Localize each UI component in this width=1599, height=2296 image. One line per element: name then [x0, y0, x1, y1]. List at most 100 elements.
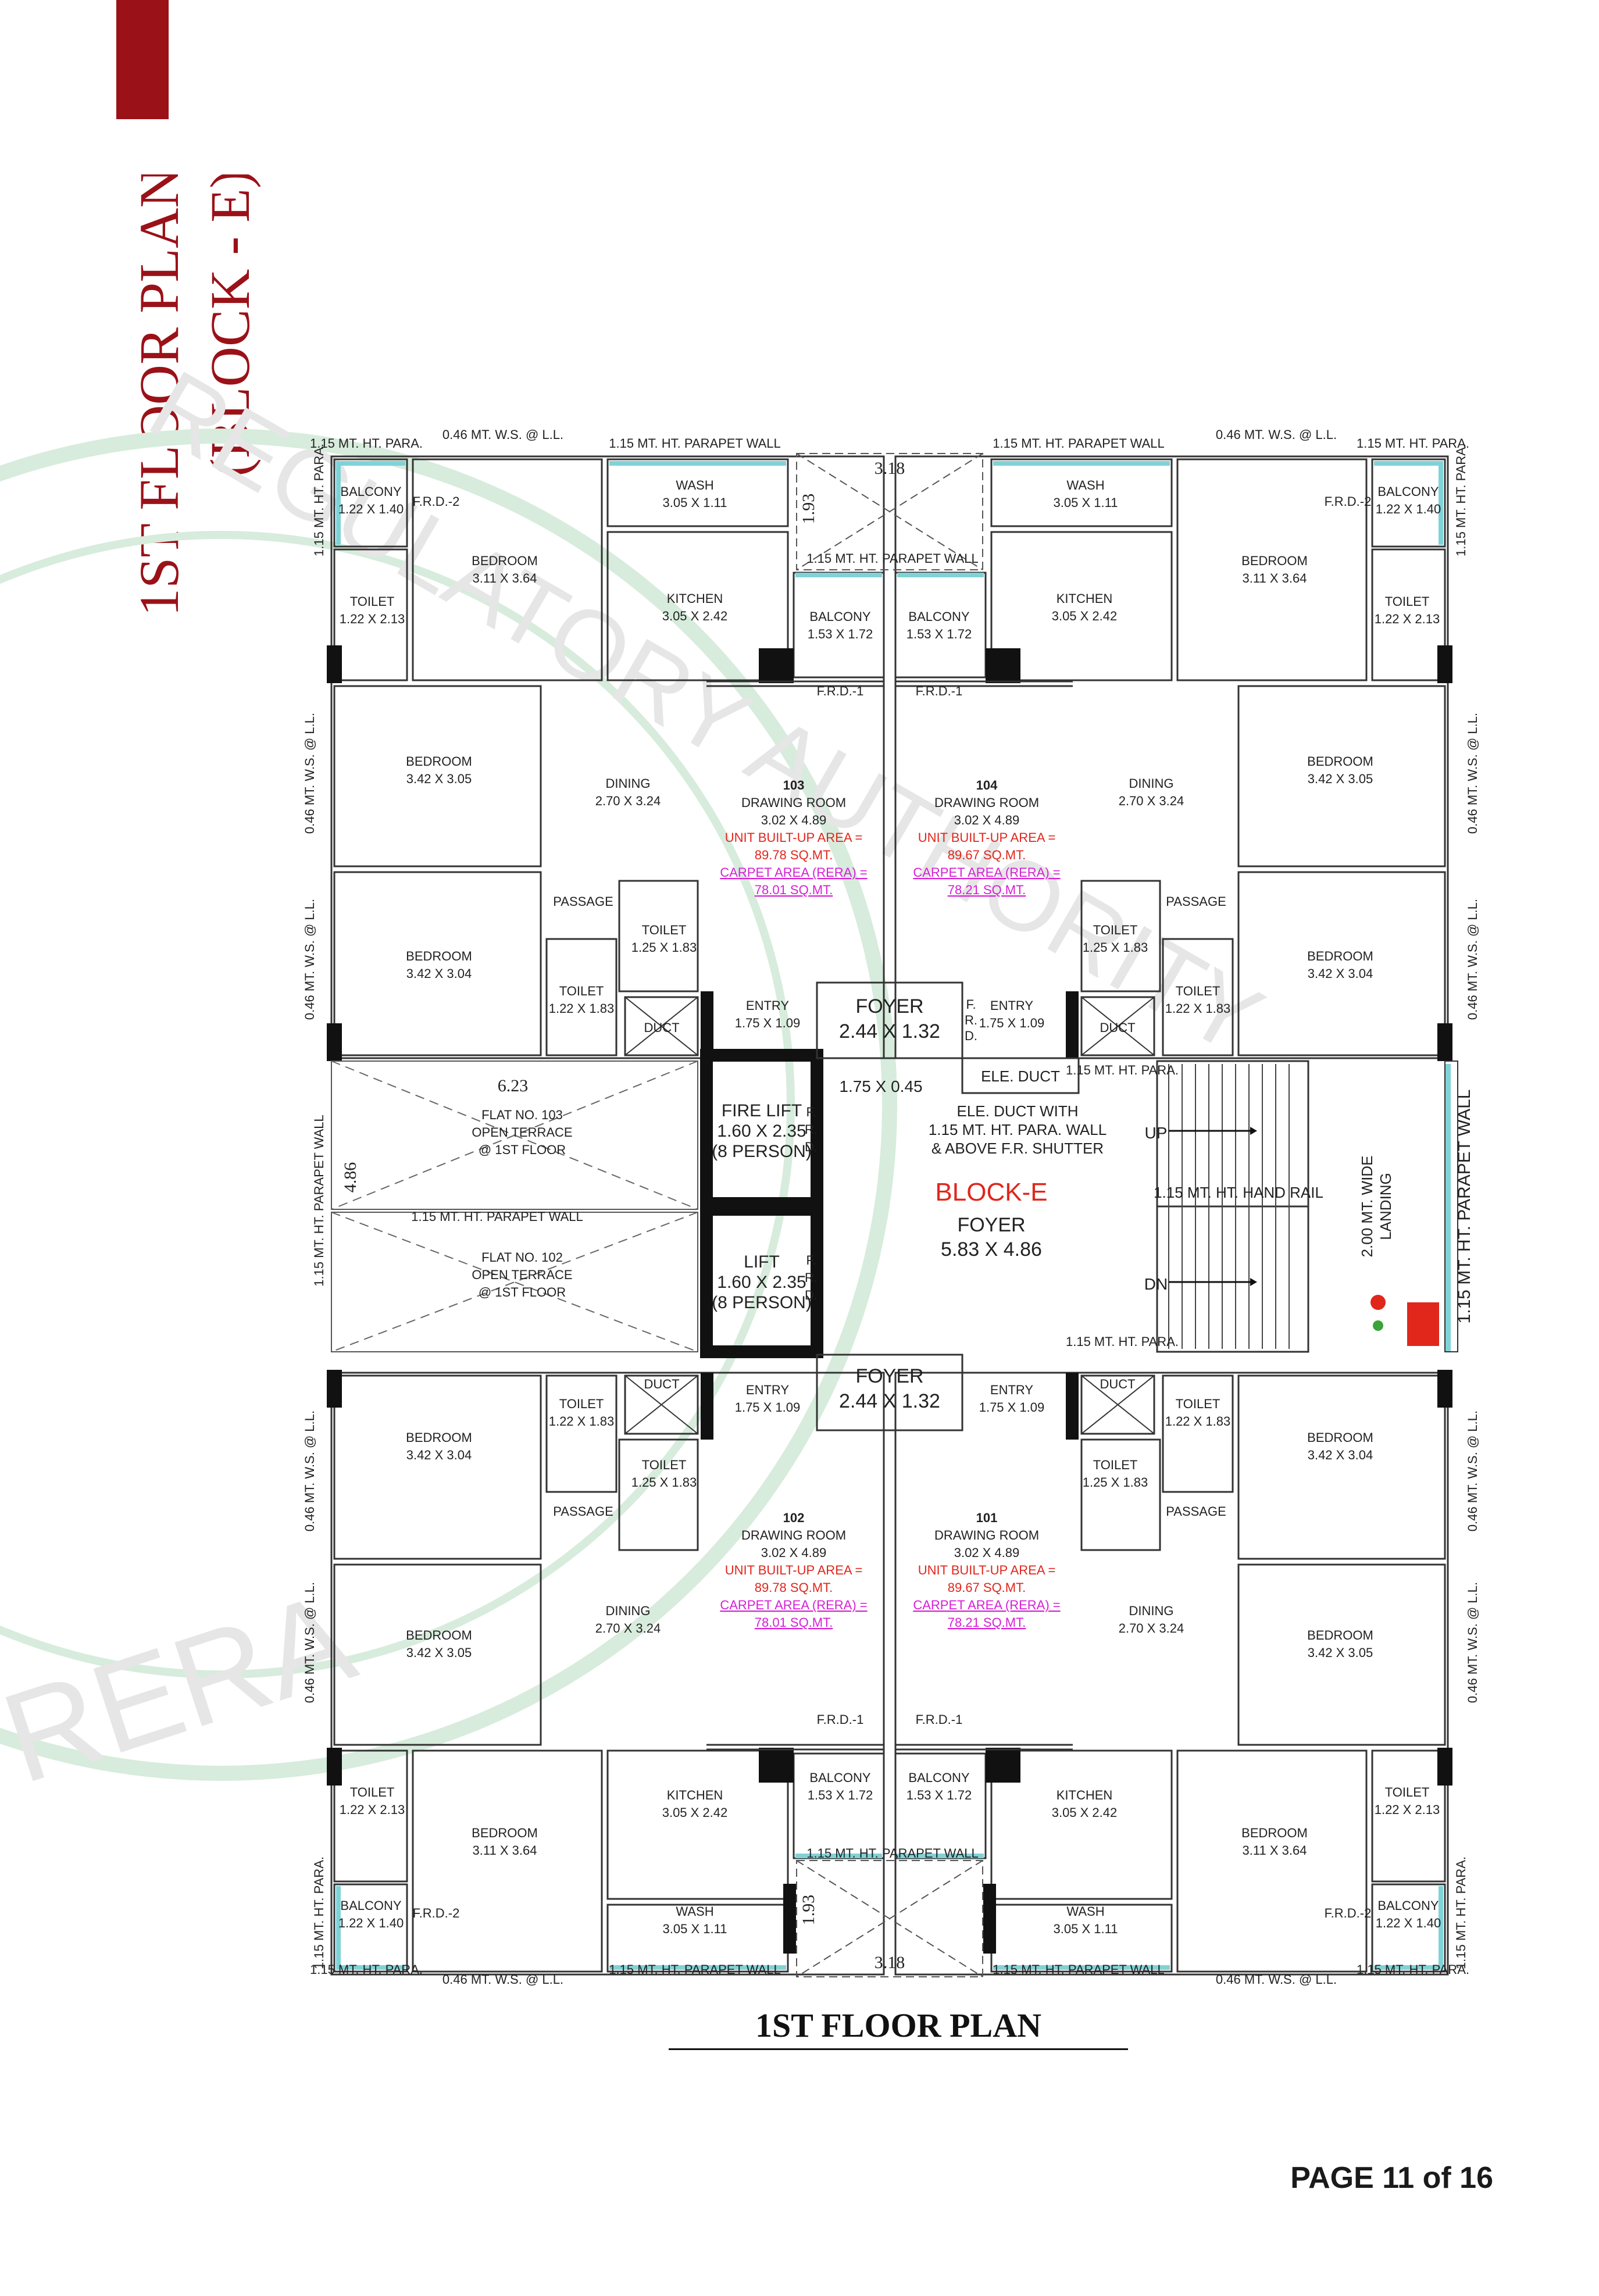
- lift-line2: 1.60 X 2.35: [717, 1273, 806, 1292]
- frd-top-d: D.: [965, 1029, 977, 1043]
- toilet-a-label: TOILET: [642, 923, 687, 937]
- toilet-b-label: TOILET: [1176, 1397, 1220, 1411]
- duct-label: DUCT: [644, 1020, 679, 1035]
- dim-175: 1.75 X 0.45: [839, 1077, 922, 1095]
- landing-line2: LANDING: [1377, 1173, 1394, 1240]
- wash-label: WASH: [1066, 1904, 1104, 1919]
- dining-label: DINING: [1129, 1604, 1174, 1618]
- terrace-102-line3: @ 1ST FLOOR: [479, 1285, 566, 1299]
- toilet-label: TOILET: [1385, 1785, 1430, 1799]
- dining-dim: 2.70 X 3.24: [1119, 794, 1184, 808]
- ele-note-line2: 1.15 MT. HT. PARA. WALL: [929, 1121, 1107, 1138]
- passage-label: PASSAGE: [1166, 894, 1226, 909]
- foyer-main-dim: 5.83 X 4.86: [941, 1238, 1042, 1261]
- dim-193-top: 1.93: [799, 494, 818, 524]
- dining-dim: 2.70 X 3.24: [1119, 1621, 1184, 1636]
- balcony-mid-dim: 1.53 X 1.72: [906, 627, 972, 641]
- balcony-dim: 1.22 X 1.40: [338, 1916, 404, 1930]
- passage-label: PASSAGE: [553, 1504, 613, 1519]
- dining-label: DINING: [606, 776, 651, 791]
- drawing-dim: 3.02 X 4.89: [761, 813, 827, 827]
- drawing-label: DRAWING ROOM: [934, 795, 1039, 810]
- frd-fire-f: F.: [806, 1105, 816, 1119]
- left-parapet-wall: 1.15 MT. HT. PARAPET WALL: [312, 1115, 326, 1286]
- toilet-b-dim: 1.22 X 1.83: [549, 1001, 615, 1016]
- kitchen-dim: 3.05 X 2.42: [662, 609, 728, 623]
- plan-labels: 1.15 MT. HT. PARA. 0.46 MT. W.S. @ L.L. …: [302, 427, 1480, 1987]
- frd-top-f: F.: [966, 997, 976, 1012]
- frd-top-r: R.: [965, 1013, 977, 1027]
- toilet-a-label: TOILET: [1093, 923, 1138, 937]
- built-up-value: 89.67 SQ.MT.: [948, 1580, 1026, 1595]
- bedroom305-label: BEDROOM: [406, 1628, 472, 1642]
- kitchen-dim: 3.05 X 2.42: [662, 1805, 728, 1820]
- toilet-label: TOILET: [350, 1785, 395, 1799]
- duct-label: DUCT: [644, 1377, 679, 1391]
- right-ws-4: 0.46 MT. W.S. @ L.L.: [1465, 1582, 1480, 1703]
- bedroom304-label: BEDROOM: [1307, 1430, 1373, 1445]
- kitchen-label: KITCHEN: [667, 1788, 723, 1802]
- toilet-b-dim: 1.22 X 1.83: [549, 1414, 615, 1429]
- wash-dim: 3.05 X 1.11: [663, 495, 727, 510]
- carpet-label: CARPET AREA (RERA) =: [720, 865, 867, 880]
- ele-note-line3: & ABOVE F.R. SHUTTER: [931, 1140, 1104, 1157]
- frd2-label: F.R.D.-2: [1325, 1906, 1372, 1920]
- toilet-label: TOILET: [350, 594, 395, 609]
- frd-lift-d: D.: [805, 1288, 818, 1302]
- bottom-parapet-left: 1.15 MT. HT. PARAPET WALL: [609, 1962, 780, 1977]
- central-shafts: [783, 453, 996, 1977]
- block-label: BLOCK-E: [935, 1178, 1047, 1206]
- dim-486: 4.86: [341, 1162, 360, 1193]
- wash-dim: 3.05 X 1.11: [663, 1922, 727, 1936]
- built-up-value: 89.67 SQ.MT.: [948, 848, 1026, 862]
- toilet-a-dim: 1.25 X 1.83: [631, 1475, 697, 1490]
- terrace-103-line2: OPEN TERRACE: [472, 1125, 572, 1140]
- bottom-para-left: 1.15 MT. HT. PARA.: [310, 1962, 423, 1977]
- frd1-label: F.R.D.-1: [817, 684, 864, 698]
- bedroom-label: BEDROOM: [1241, 1826, 1308, 1840]
- left-ws-4: 0.46 MT. W.S. @ L.L.: [302, 1582, 317, 1703]
- entry-label: ENTRY: [990, 998, 1033, 1013]
- fire-lift-line1: FIRE LIFT: [722, 1101, 802, 1120]
- entry-label: ENTRY: [990, 1383, 1033, 1397]
- kitchen-dim: 3.05 X 2.42: [1052, 1805, 1118, 1820]
- bedroom305-dim: 3.42 X 3.05: [1308, 772, 1373, 786]
- right-parapet-wall: 1.15 MT. HT. PARAPET WALL: [1455, 1090, 1474, 1324]
- core-labels: FOYER 2.44 X 1.32 FOYER 2.44 X 1.32 FIRE…: [712, 995, 1394, 1412]
- flat-103-labels: BALCONY 1.22 X 1.40 F.R.D.-2 BEDROOM 3.1…: [338, 478, 873, 1035]
- bedroom-dim: 3.11 X 3.64: [1243, 1843, 1307, 1858]
- plan-caption: 1ST FLOOR PLAN: [669, 2006, 1128, 2050]
- left-para-bottom: 1.15 MT. HT. PARA.: [312, 1856, 326, 1969]
- frd-lift-r: R.: [805, 1270, 818, 1285]
- drawing-label: DRAWING ROOM: [741, 795, 846, 810]
- frd1-label: F.R.D.-1: [817, 1712, 864, 1727]
- balcony-mid-label: BALCONY: [809, 1770, 870, 1785]
- wash-dim: 3.05 X 1.11: [1054, 1922, 1118, 1936]
- duct-label: DUCT: [1100, 1020, 1135, 1035]
- fire-lift-line2: 1.60 X 2.35: [717, 1122, 806, 1141]
- built-up-label: UNIT BUILT-UP AREA =: [918, 830, 1056, 845]
- hand-rail-label: 1.15 MT. HT. HAND RAIL: [1154, 1184, 1323, 1201]
- built-up-label: UNIT BUILT-UP AREA =: [725, 830, 863, 845]
- balcony-mid-dim: 1.53 X 1.72: [808, 1788, 873, 1802]
- fire-lift-line3: (8 PERSON): [712, 1142, 812, 1161]
- left-para-top: 1.15 MT. HT. PARA.: [312, 444, 326, 556]
- foyer-bottom-label: FOYER: [855, 1365, 923, 1387]
- entry-label: ENTRY: [746, 1383, 789, 1397]
- bedroom304-label: BEDROOM: [406, 1430, 472, 1445]
- terrace-102-line2: OPEN TERRACE: [472, 1267, 572, 1282]
- bedroom305-label: BEDROOM: [1307, 754, 1373, 769]
- balcony-mid-dim: 1.53 X 1.72: [808, 627, 873, 641]
- landing-line1: 2.00 MT. WIDE: [1358, 1156, 1376, 1258]
- bottom-ws-right: 0.46 MT. W.S. @ L.L.: [1216, 1972, 1337, 1987]
- built-up-label: UNIT BUILT-UP AREA =: [725, 1563, 863, 1577]
- title-accent-bar: [116, 0, 169, 119]
- carpet-label: CARPET AREA (RERA) =: [720, 1598, 867, 1612]
- entry-dim: 1.75 X 1.09: [735, 1400, 801, 1415]
- kitchen-dim: 3.05 X 2.42: [1052, 609, 1118, 623]
- carpet-value: 78.21 SQ.MT.: [948, 883, 1026, 897]
- dining-label: DINING: [606, 1604, 651, 1618]
- drawing-label: DRAWING ROOM: [741, 1528, 846, 1542]
- bedroom-label: BEDROOM: [472, 1826, 538, 1840]
- core: [700, 981, 1458, 1431]
